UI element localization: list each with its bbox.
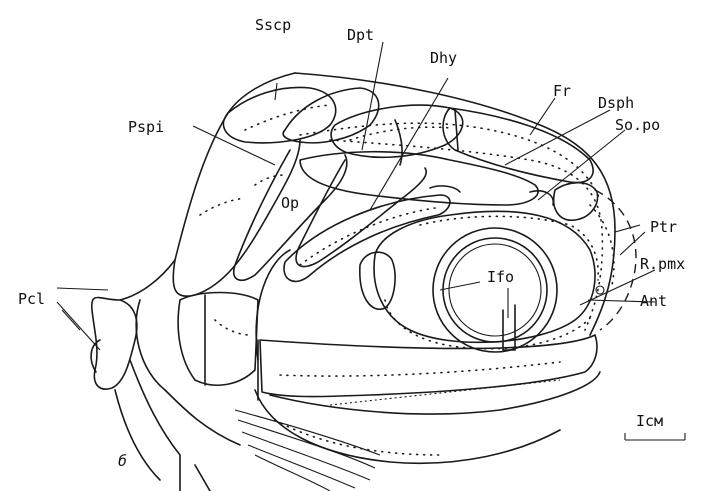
label-dsph: Dsph (598, 94, 634, 112)
cheek-plates (136, 293, 258, 446)
label-ptr: Ptr (650, 218, 677, 236)
label-pcl: Pcl (18, 290, 45, 308)
frontal-bone (443, 108, 593, 183)
dermohyal-bone (284, 195, 450, 281)
label-ant: Ant (640, 292, 667, 310)
label-r-pmx: R.pmx (640, 255, 685, 273)
label-op: Op (281, 194, 299, 212)
label-dhy: Dhy (430, 49, 457, 67)
jaw (255, 250, 600, 463)
label-ifo: Ifo (487, 268, 514, 286)
label-sscp: Sscp (255, 16, 291, 34)
label-dpt: Dpt (347, 26, 374, 44)
label-panel-letter: б (118, 452, 127, 470)
label-pspi: Pspi (128, 118, 164, 136)
scale-bar (625, 433, 685, 440)
label-fr: Fr (553, 82, 571, 100)
pectoral-girdle (91, 298, 210, 491)
label-so-po: So.po (615, 116, 660, 134)
label-scale: Iсм (636, 412, 663, 430)
fin-rays (235, 410, 380, 491)
